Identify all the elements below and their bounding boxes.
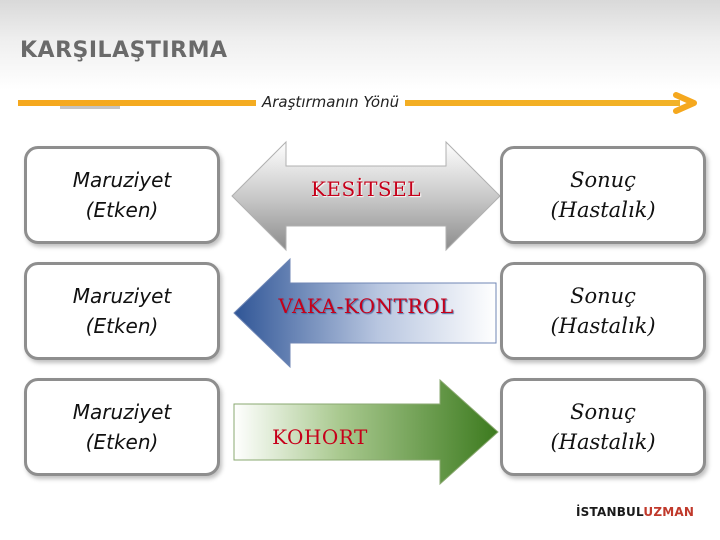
outcome-box-2: Sonuç (Hastalık) (500, 262, 706, 360)
direction-line-shadow (60, 106, 120, 109)
istanbul-uzman-logo: İSTANBULUZMAN (576, 505, 694, 519)
exposure-box-1: Maruziyet (Etken) (24, 146, 220, 244)
exposure-box-3: Maruziyet (Etken) (24, 378, 220, 476)
exposure-box-2: Maruziyet (Etken) (24, 262, 220, 360)
case-control-left-arrow-icon (233, 257, 497, 369)
header-band (0, 0, 720, 90)
study-type-label-3: KOHORT (272, 425, 368, 449)
study-type-label-2: VAKA-KONTROL (278, 294, 454, 318)
logo-part-uzman: UZMAN (643, 505, 695, 519)
logo-part-istanbul: İSTANBUL (576, 505, 644, 519)
research-direction-label: Araştırmanın Yönü (256, 93, 406, 111)
study-type-label-1: KESİTSEL (310, 177, 422, 201)
outcome-box-1: Sonuç (Hastalık) (500, 146, 706, 244)
outcome-box-3: Sonuç (Hastalık) (500, 378, 706, 476)
research-direction-arrowhead-icon (673, 92, 697, 114)
slide-title: KARŞILAŞTIRMA (20, 38, 228, 63)
cohort-right-arrow-icon (233, 378, 499, 486)
